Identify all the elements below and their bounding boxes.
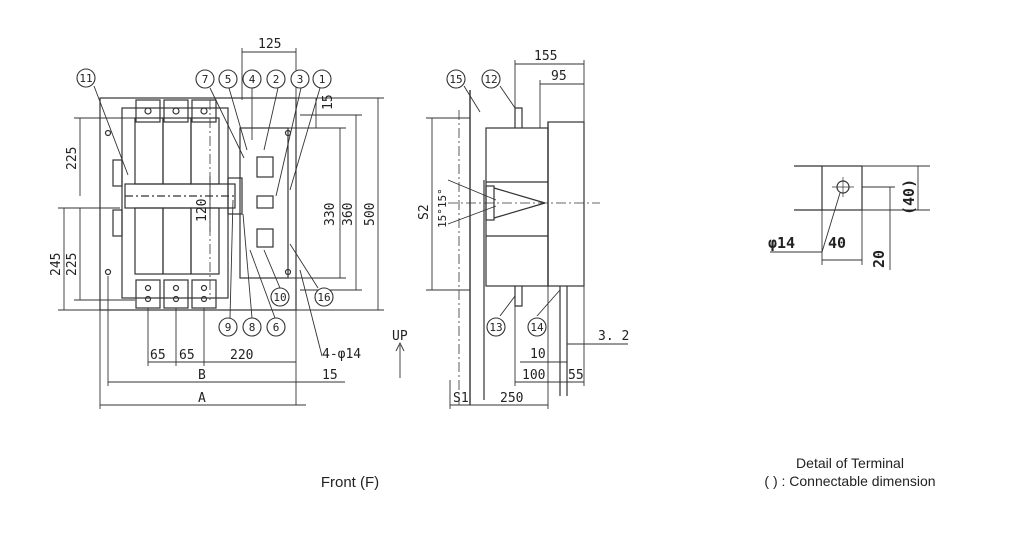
balloon-15: 15 [449, 73, 462, 86]
dim-360: 360 [341, 203, 356, 226]
balloon-9: 9 [225, 321, 232, 334]
balloon-8: 8 [249, 321, 256, 334]
dim-220: 220 [230, 348, 253, 363]
dim-120: 120 [195, 199, 210, 222]
dim-100: 100 [522, 368, 545, 383]
balloon-1: 1 [319, 73, 326, 86]
detail-title: Detail of Terminal [796, 455, 904, 471]
dim-10: 10 [530, 347, 546, 362]
dim-hole: 4-φ14 [322, 347, 361, 362]
dim-15-top: 15 [321, 94, 336, 110]
dim-S2: S2 [417, 204, 432, 220]
dim-20: 20 [870, 250, 888, 268]
dim-65-a: 65 [150, 348, 166, 363]
detail-caption: Detail of Terminal ( ) : Connectable dim… [700, 454, 1000, 490]
dim-250: 250 [500, 391, 523, 406]
balloon-7: 7 [202, 73, 209, 86]
balloon-6: 6 [273, 321, 280, 334]
dim-40-width: 40 [828, 234, 846, 252]
balloon-12: 12 [484, 73, 497, 86]
dim-B: B [198, 368, 206, 383]
dim-angle: 15°15° [436, 188, 449, 228]
terminal-detail [770, 165, 930, 270]
dim-225-upper: 225 [65, 147, 80, 170]
dim-225-lower: 225 [65, 253, 80, 276]
dim-95: 95 [551, 69, 567, 84]
balloon-10: 10 [273, 291, 286, 304]
dim-dia-14: φ14 [768, 234, 795, 252]
dim-155: 155 [534, 49, 557, 64]
dim-A: A [198, 391, 206, 406]
balloon-11: 11 [79, 72, 92, 85]
front-inner-frame [121, 107, 229, 299]
front-caption: Front (F) [320, 474, 380, 491]
detail-note: ( ) : Connectable dimension [764, 473, 936, 489]
side-view [426, 60, 628, 409]
up-label: UP [392, 329, 408, 344]
balloon-3: 3 [297, 73, 304, 86]
dim-330: 330 [323, 203, 338, 226]
balloon-5: 5 [225, 73, 232, 86]
dim-55: 55 [568, 368, 584, 383]
balloon-16: 16 [317, 291, 330, 304]
dim-245: 245 [49, 253, 64, 276]
balloon-14: 14 [530, 321, 544, 334]
front-view [58, 48, 405, 409]
dim-65-b: 65 [179, 348, 195, 363]
dim-15-bottom: 15 [322, 368, 338, 383]
dim-125: 125 [258, 37, 281, 52]
balloon-13: 13 [489, 321, 502, 334]
balloon-2: 2 [273, 73, 280, 86]
dim-3-2: 3. 2 [598, 329, 629, 344]
front-frame [99, 97, 297, 311]
dim-500: 500 [363, 203, 378, 226]
dim-S1: S1 [453, 391, 469, 406]
balloon-4: 4 [249, 73, 256, 86]
dim-40-height: (40) [900, 179, 918, 215]
